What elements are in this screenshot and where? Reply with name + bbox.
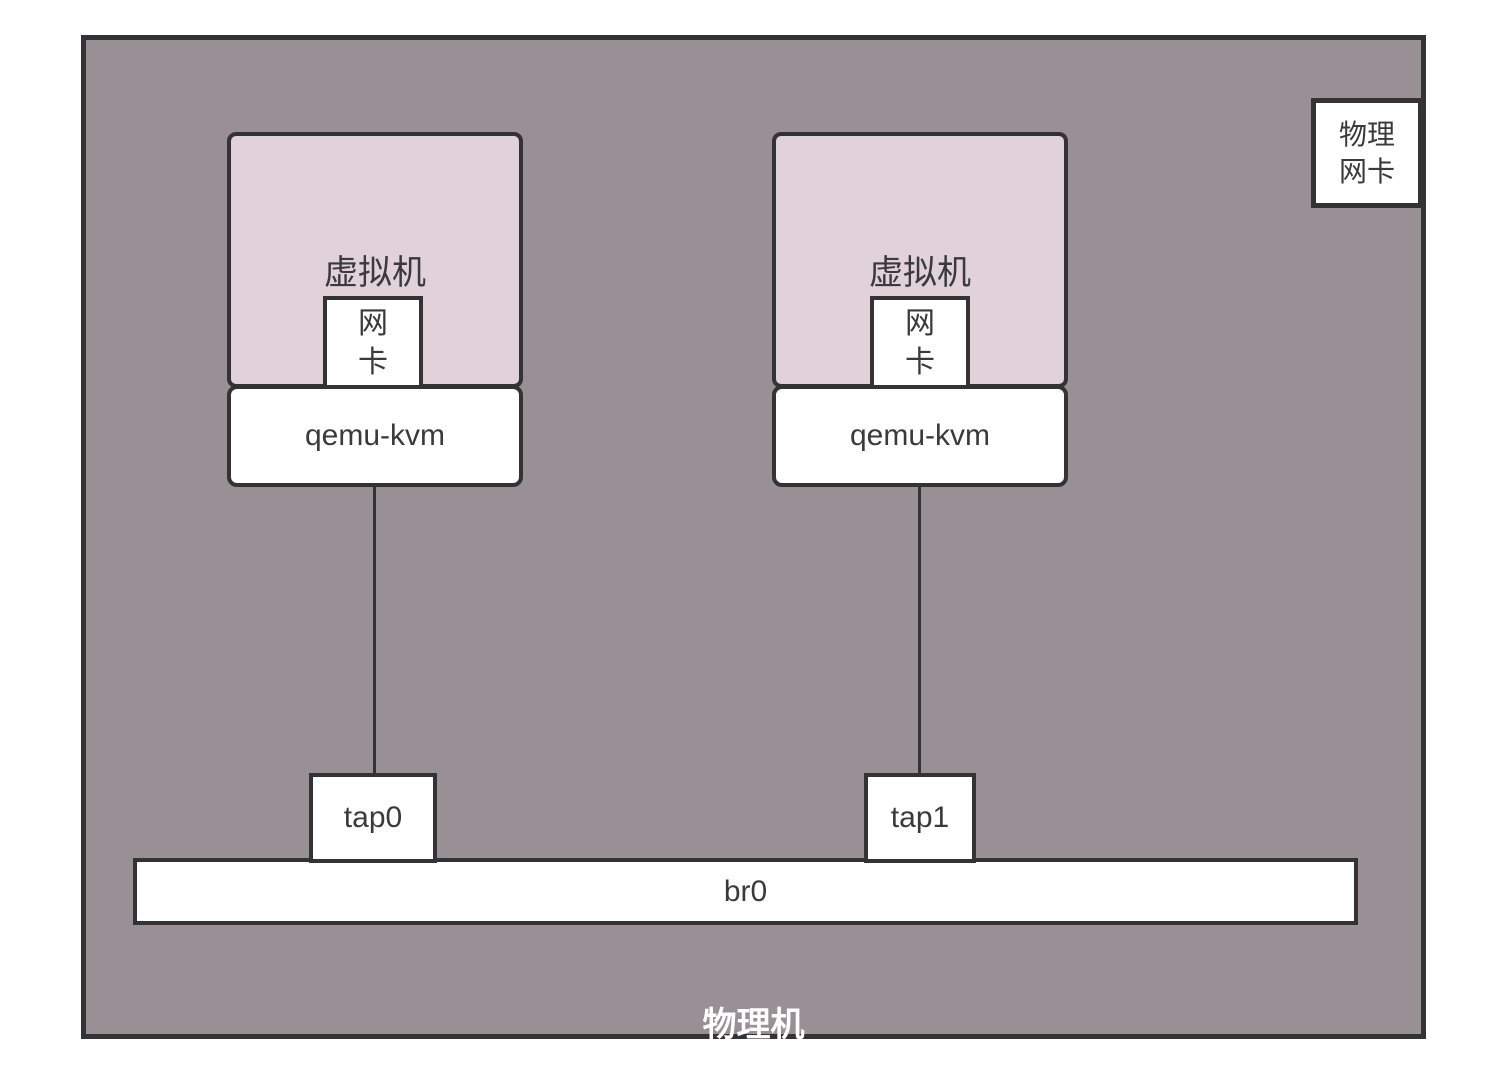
tap0-box: tap0 — [309, 773, 437, 863]
vm-label: 虚拟机 — [869, 254, 971, 292]
connector-qemu1-tap1 — [918, 485, 921, 777]
qemu-kvm-box: qemu-kvm — [227, 385, 523, 487]
vm-nic-box: 网 卡 — [870, 296, 970, 389]
vm-nic-box: 网 卡 — [323, 296, 423, 389]
connector-qemu0-tap0 — [373, 485, 376, 777]
bridge-br0-box: br0 — [133, 858, 1358, 925]
vm-label: 虚拟机 — [324, 254, 426, 292]
tap1-box: tap1 — [864, 773, 976, 863]
qemu-kvm-box: qemu-kvm — [772, 385, 1068, 487]
physical-nic-box: 物理 网卡 — [1311, 98, 1423, 208]
physical-machine-label: 物理机 — [702, 1006, 805, 1044]
